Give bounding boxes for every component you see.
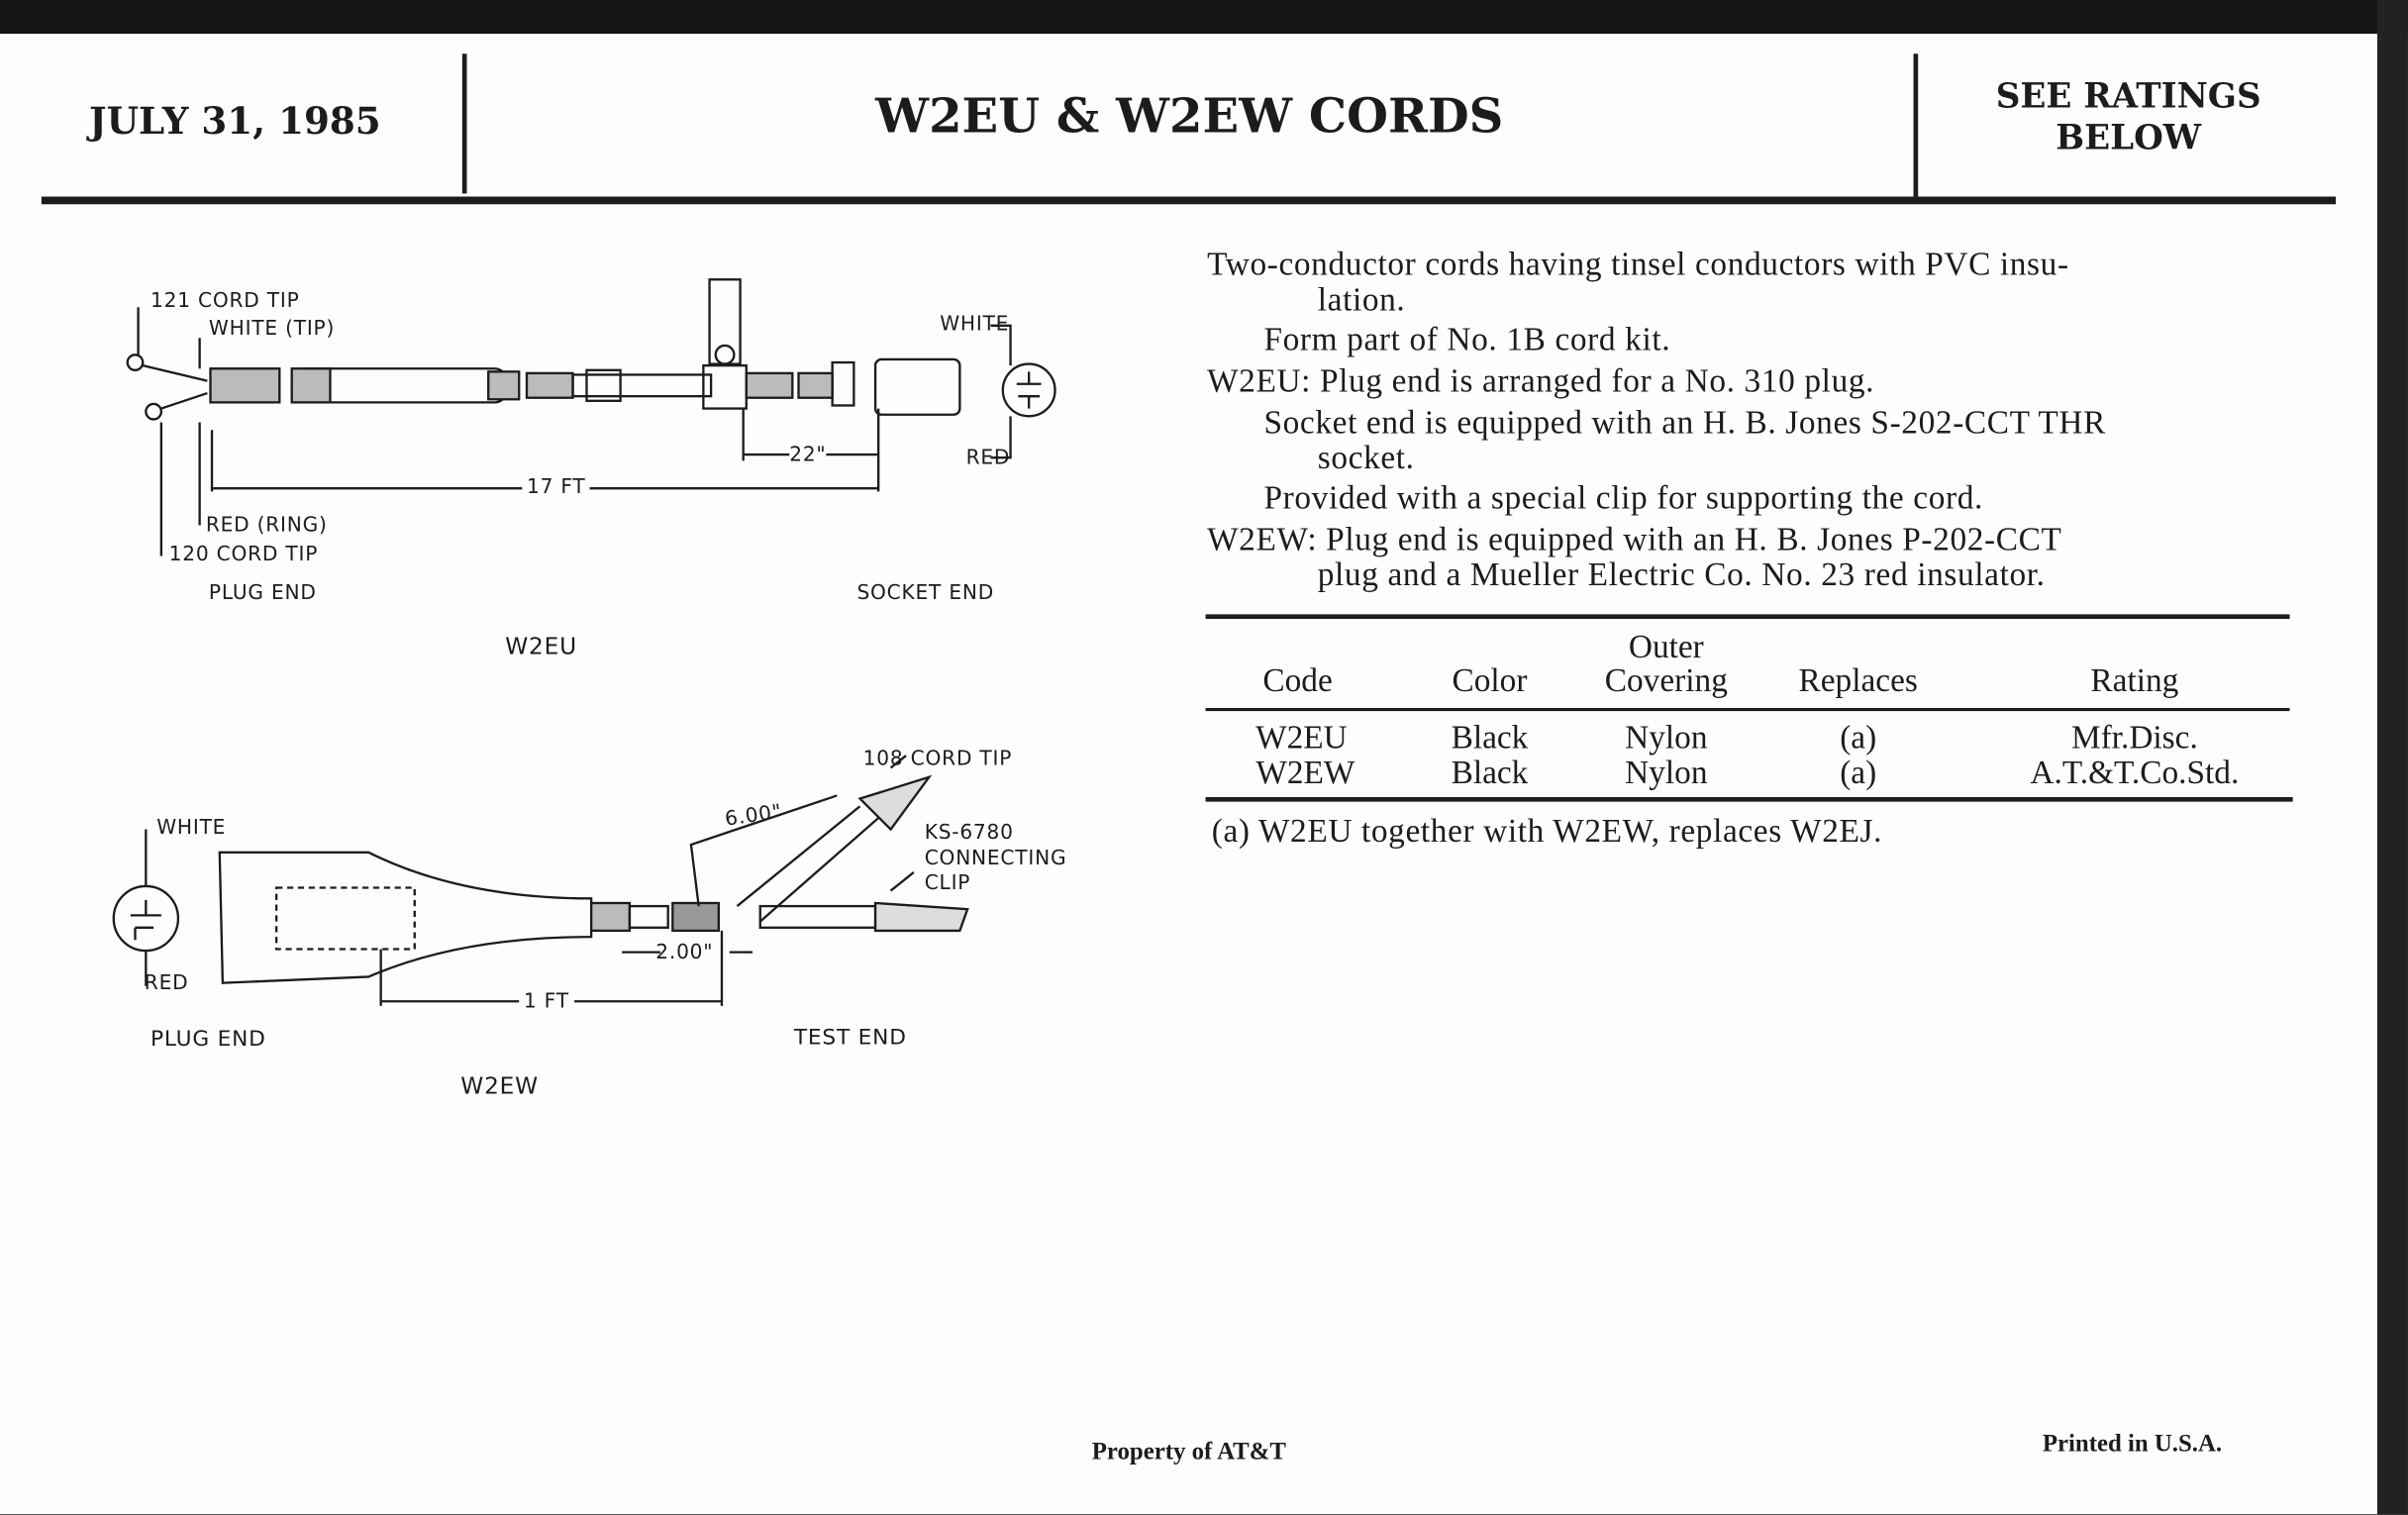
label-socket-end: SOCKET END [856, 581, 995, 606]
desc-line: socket. [1317, 439, 1415, 476]
label-120-cord-tip: 120 CORD TIP [168, 544, 319, 567]
dim-22-in: 22" [789, 444, 827, 467]
scan-border-right [2376, 0, 2408, 1515]
date: JULY 31, 1985 [88, 98, 381, 144]
table-footnote: (a) W2EU together with W2EW, replaces W2… [1211, 812, 1883, 850]
table-header-rule [1205, 708, 2290, 712]
cell-covering: Nylon [1625, 718, 1708, 757]
dim-1-ft: 1 FT [519, 990, 574, 1014]
w2ew-drawing [112, 755, 969, 1006]
label-ks-6780: KS-6780 [924, 821, 1014, 846]
footer-property: Property of AT&T [1091, 1439, 1286, 1465]
cell-code: W2EU [1255, 718, 1348, 757]
label-clip: CLIP [924, 871, 971, 896]
header-rule [41, 196, 2337, 205]
table-bottom-rule [1205, 796, 2293, 802]
desc-line: Two-conductor cords having tinsel conduc… [1207, 246, 2069, 283]
ratings-note-1: SEE RATINGS [1995, 76, 2261, 117]
desc-line: W2EU: Plug end is arranged for a No. 310… [1207, 362, 1875, 400]
header-divider [461, 53, 467, 194]
label-plug-end: PLUG END [150, 1027, 266, 1053]
page-title: W2EU & W2EW CORDS [875, 88, 1504, 145]
w2eu-drawing [126, 278, 1056, 556]
scan-border-top [0, 0, 2408, 35]
label-connecting: CONNECTING [924, 848, 1067, 871]
dim-17-ft: 17 FT [522, 475, 591, 500]
desc-line: W2EW: Plug end is equipped with an H. B.… [1207, 520, 2062, 558]
caption-w2eu: W2EU [505, 633, 577, 660]
header-divider [1913, 53, 1919, 197]
label-white: WHITE [940, 313, 1010, 337]
label-121-cord-tip: 121 CORD TIP [150, 290, 300, 314]
col-header-covering: Covering [1604, 661, 1728, 699]
desc-line: lation. [1317, 280, 1406, 319]
col-header-code: Code [1262, 661, 1333, 699]
table-top-rule [1205, 614, 2290, 620]
cell-rating: A.T.&T.Co.Std. [2030, 754, 2240, 791]
cell-code: W2EW [1255, 754, 1355, 791]
desc-line: Socket end is equipped with an H. B. Jon… [1263, 403, 2106, 442]
label-red: RED [965, 447, 1011, 470]
cell-replaces: (a) [1840, 718, 1877, 757]
cell-covering: Nylon [1625, 754, 1708, 791]
cell-rating: Mfr.Disc. [2070, 718, 2198, 757]
desc-line: Provided with a special clip for support… [1263, 478, 1983, 517]
label-test-end: TEST END [793, 1026, 907, 1051]
ratings-note-2: BELOW [2056, 118, 2202, 158]
cell-color: Black [1451, 754, 1529, 791]
cell-replaces: (a) [1840, 754, 1877, 791]
col-header-color: Color [1452, 661, 1528, 699]
label-white: WHITE [156, 817, 227, 841]
label-red-ring: RED (RING) [205, 514, 328, 538]
footer-printed: Printed in U.S.A. [2042, 1431, 2223, 1458]
col-header-replaces: Replaces [1798, 661, 1918, 699]
dim-2-in: 2.00" [655, 941, 714, 965]
label-plug-end: PLUG END [208, 581, 317, 606]
desc-line: plug and a Mueller Electric Co. No. 23 r… [1317, 556, 2046, 593]
caption-w2ew: W2EW [460, 1071, 539, 1100]
cell-color: Black [1451, 718, 1529, 757]
col-header-outer: Outer [1628, 628, 1704, 665]
label-108-cord-tip: 108 CORD TIP [862, 748, 1013, 771]
label-white-tip: WHITE (TIP) [208, 318, 336, 342]
desc-line: Form part of No. 1B cord kit. [1263, 321, 1671, 358]
label-red: RED [144, 971, 189, 996]
col-header-rating: Rating [2090, 661, 2179, 699]
